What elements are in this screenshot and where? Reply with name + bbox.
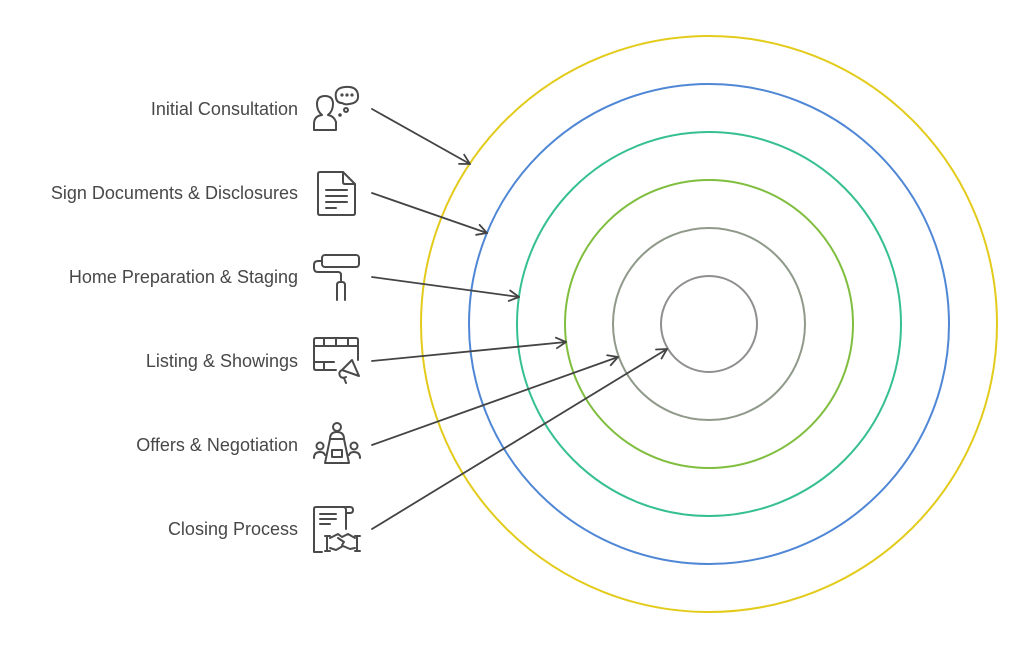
consultation-person-speech-icon — [312, 84, 362, 134]
paint-roller-icon — [312, 252, 362, 302]
ring-3 — [516, 131, 902, 517]
step-label-offers-negotiation: Offers & Negotiation — [136, 435, 298, 455]
step-label-home-preparation: Home Preparation & Staging — [68, 267, 298, 287]
contract-handshake-icon — [312, 504, 362, 554]
arrow-step-1 — [371, 108, 471, 165]
arrowhead — [475, 223, 488, 236]
ring-1 — [420, 35, 998, 613]
arrow-step-3 — [371, 276, 520, 302]
ring-2 — [468, 83, 950, 565]
arrowhead — [606, 354, 619, 367]
meeting-table-icon — [312, 420, 362, 470]
ring-4 — [564, 179, 854, 469]
arrow-step-2 — [371, 192, 488, 236]
ring-6 — [660, 275, 758, 373]
listing-megaphone-icon — [312, 336, 362, 386]
document-icon — [312, 168, 362, 218]
arrowhead — [655, 348, 668, 360]
arrowhead — [554, 336, 567, 350]
ring-5 — [612, 227, 806, 421]
arrow-step-6 — [371, 348, 668, 530]
step-label-closing-process: Closing Process — [167, 519, 298, 539]
arrow-step-5 — [371, 354, 619, 446]
step-label-initial-consultation: Initial Consultation — [150, 99, 298, 119]
arrowhead — [507, 289, 520, 302]
arrow-step-4 — [371, 336, 567, 362]
step-label-listing-showings: Listing & Showings — [145, 351, 298, 371]
arrowhead — [458, 153, 471, 165]
step-label-sign-documents: Sign Documents & Disclosures — [50, 183, 298, 203]
